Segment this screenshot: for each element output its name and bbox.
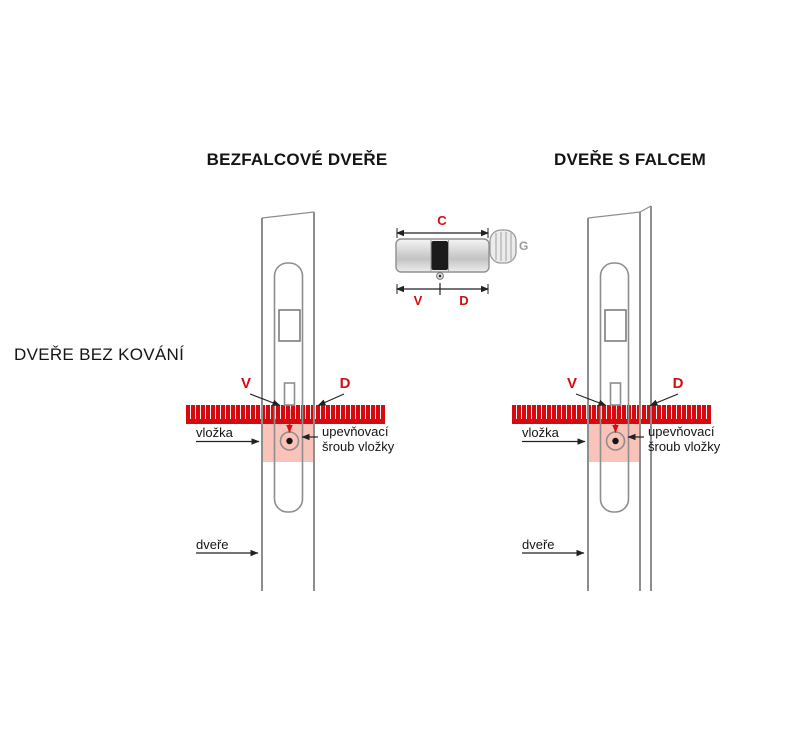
right-cylinder-label: vložka	[522, 425, 559, 440]
title-right: DVEŘE S FALCEM	[553, 150, 707, 169]
cylinder-cam	[431, 241, 448, 270]
right-ruler-ticks	[512, 405, 711, 419]
right-lock-faceplate	[599, 262, 630, 513]
right-measuring-ruler	[512, 405, 711, 424]
left-door-edge-outline	[261, 211, 315, 591]
right-fixing-screw-label-line2: šroub vložky	[648, 439, 721, 454]
right-cylinder-slot	[609, 382, 622, 406]
right-door-edge-outline	[587, 205, 652, 591]
dimension-line-c	[396, 228, 489, 238]
left-fixing-screw-dot	[286, 437, 293, 445]
left-latch	[278, 309, 301, 342]
right-latch	[604, 309, 627, 342]
left-d-label: D	[339, 375, 351, 392]
right-pointer-arrows	[522, 393, 679, 557]
knob-g-label: G	[519, 239, 529, 253]
right-v-label: V	[566, 375, 577, 392]
left-door-label: dveře	[196, 537, 229, 552]
left-pointer-arrows	[196, 393, 345, 557]
dimension-d-label: D	[459, 293, 469, 308]
left-measuring-ruler	[186, 405, 385, 424]
right-fixing-screw-dot	[612, 437, 619, 445]
left-v-label: V	[240, 375, 251, 392]
right-d-label: D	[672, 375, 684, 392]
thumb-turn-knob	[489, 229, 517, 264]
right-door-label: dveře	[522, 537, 555, 552]
right-fixing-screw-label: upevňovací šroub vložky	[648, 424, 720, 454]
left-fixing-screw-label-line2: šroub vložky	[322, 439, 395, 454]
title-left: BEZFALCOVÉ DVEŘE	[206, 150, 388, 169]
dimension-v-label: V	[413, 293, 423, 308]
left-lock-faceplate	[273, 262, 304, 513]
right-fixing-screw-label-line1: upevňovací	[648, 424, 715, 439]
dimension-line-vd	[396, 283, 489, 295]
left-cylinder-label: vložka	[196, 425, 233, 440]
side-label-no-hardware: DVEŘE BEZ KOVÁNÍ	[14, 345, 185, 364]
euro-cylinder-illustration	[395, 228, 517, 295]
cylinder-screw-center	[438, 274, 442, 278]
left-fixing-screw-label-line1: upevňovací	[322, 424, 389, 439]
dimension-c-label: C	[437, 213, 447, 228]
left-ruler-ticks	[186, 405, 385, 419]
left-fixing-screw-label: upevňovací šroub vložky	[322, 424, 394, 454]
left-cylinder-slot	[283, 382, 296, 406]
